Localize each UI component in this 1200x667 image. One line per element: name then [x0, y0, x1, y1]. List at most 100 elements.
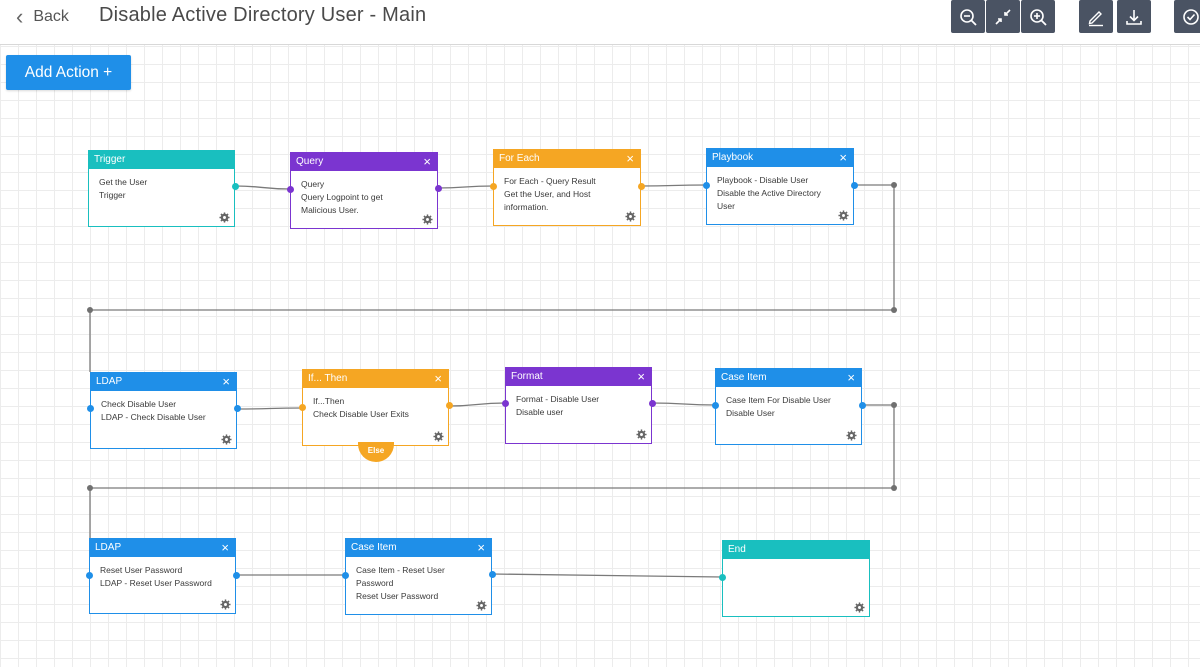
output-port[interactable]	[851, 182, 858, 189]
gear-icon[interactable]	[854, 602, 865, 613]
node-line: LDAP - Check Disable User	[101, 412, 206, 422]
zoom-in-button[interactable]	[1021, 0, 1055, 33]
node-ldap-reset[interactable]: LDAP × Reset User Password LDAP - Reset U…	[89, 538, 236, 614]
node-header: End	[723, 541, 869, 559]
add-action-button[interactable]: Add Action +	[6, 55, 131, 90]
back-label: Back	[33, 8, 69, 25]
gear-icon[interactable]	[422, 214, 433, 225]
node-line: Malicious User.	[301, 205, 359, 215]
node-line: Trigger	[99, 190, 126, 200]
node-header: Trigger	[89, 151, 234, 169]
node-for-each[interactable]: For Each × For Each - Query Result Get th…	[493, 149, 641, 226]
save-button[interactable]	[1174, 0, 1200, 33]
node-line: Case Item For Disable User	[726, 395, 831, 405]
junction-dot	[891, 485, 897, 491]
node-header-label: Query	[296, 156, 324, 167]
fit-screen-button[interactable]	[986, 0, 1020, 33]
download-button[interactable]	[1117, 0, 1151, 33]
output-port[interactable]	[232, 183, 239, 190]
node-body: Playbook - Disable User Disable the Acti…	[707, 167, 853, 213]
node-playbook[interactable]: Playbook× Playbook - Disable User Disabl…	[706, 148, 854, 225]
close-icon[interactable]: ×	[637, 369, 645, 384]
output-port[interactable]	[234, 405, 241, 412]
node-line: Playbook - Disable User	[717, 175, 809, 185]
close-icon[interactable]: ×	[626, 151, 634, 166]
node-line: Reset User Password	[100, 565, 183, 575]
input-port[interactable]	[703, 182, 710, 189]
node-line: Reset User Password	[356, 591, 439, 601]
node-header: LDAP ×	[90, 539, 235, 557]
close-icon[interactable]: ×	[423, 154, 431, 169]
junction-dot	[87, 485, 93, 491]
node-line: Password	[356, 578, 394, 588]
node-line: Disable the Active Directory	[717, 188, 821, 198]
input-port[interactable]	[342, 572, 349, 579]
node-body: If...Then Check Disable User Exits	[303, 388, 448, 421]
input-port[interactable]	[86, 572, 93, 579]
node-ldap-check[interactable]: LDAP × Check Disable User LDAP - Check Di…	[90, 372, 237, 449]
node-query[interactable]: Query× Query Query Logpoint to get Malic…	[290, 152, 438, 229]
back-button[interactable]: ‹ Back	[16, 6, 69, 28]
close-icon[interactable]: ×	[434, 371, 442, 386]
output-port[interactable]	[435, 185, 442, 192]
input-port[interactable]	[87, 405, 94, 412]
output-port[interactable]	[638, 183, 645, 190]
output-port[interactable]	[859, 402, 866, 409]
node-body: Check Disable User LDAP - Check Disable …	[91, 391, 236, 424]
output-port[interactable]	[489, 571, 496, 578]
close-icon[interactable]: ×	[847, 370, 855, 385]
node-end[interactable]: End	[722, 540, 870, 617]
output-port[interactable]	[233, 572, 240, 579]
chevron-left-icon: ‹	[16, 4, 24, 29]
zoom-out-button[interactable]	[951, 0, 985, 33]
node-line: Check Disable User	[101, 399, 177, 409]
node-header-label: For Each	[499, 153, 540, 164]
node-header: Case Item×	[716, 369, 861, 387]
close-icon[interactable]: ×	[839, 150, 847, 165]
node-body	[723, 559, 869, 566]
zoom-in-icon	[1030, 8, 1047, 26]
node-body: Case Item For Disable User Disable User	[716, 387, 861, 420]
node-line: User	[717, 201, 735, 211]
node-body: For Each - Query Result Get the User, an…	[494, 168, 640, 214]
node-line: Query Logpoint to get	[301, 192, 383, 202]
gear-icon[interactable]	[476, 600, 487, 611]
gear-icon[interactable]	[625, 211, 636, 222]
input-port[interactable]	[719, 574, 726, 581]
node-format[interactable]: Format× Format - Disable User Disable us…	[505, 367, 652, 444]
gear-icon[interactable]	[846, 430, 857, 441]
input-port[interactable]	[502, 400, 509, 407]
gear-icon[interactable]	[838, 210, 849, 221]
input-port[interactable]	[287, 186, 294, 193]
node-line: Disable User	[726, 408, 775, 418]
else-branch-tab[interactable]: Else	[358, 442, 394, 462]
gear-icon[interactable]	[433, 431, 444, 442]
gear-icon[interactable]	[221, 434, 232, 445]
node-case-item-reset[interactable]: Case Item× Case Item - Reset User Passwo…	[345, 538, 492, 615]
node-line: For Each - Query Result	[504, 176, 596, 186]
input-port[interactable]	[490, 183, 497, 190]
node-header-label: LDAP	[95, 542, 122, 553]
close-icon[interactable]: ×	[477, 540, 485, 555]
check-circle-icon	[1183, 8, 1199, 25]
node-line: LDAP - Reset User Password	[100, 578, 212, 588]
node-if-then[interactable]: If... Then× If...Then Check Disable User…	[302, 369, 449, 446]
close-icon[interactable]: ×	[221, 540, 229, 555]
edit-button[interactable]	[1079, 0, 1113, 33]
node-body: Reset User Password LDAP - Reset User Pa…	[90, 557, 235, 590]
gear-icon[interactable]	[220, 599, 231, 610]
input-port[interactable]	[299, 404, 306, 411]
gear-icon[interactable]	[636, 429, 647, 440]
close-icon[interactable]: ×	[222, 374, 230, 389]
node-line: Get the User, and Host	[504, 189, 591, 199]
output-port[interactable]	[446, 402, 453, 409]
gear-icon[interactable]	[219, 212, 230, 223]
node-header-label: LDAP	[96, 376, 123, 387]
node-line: Disable user	[516, 407, 564, 417]
node-case-item-disable[interactable]: Case Item× Case Item For Disable User Di…	[715, 368, 862, 445]
node-trigger[interactable]: Trigger Get the User Trigger	[88, 150, 235, 227]
node-header-label: Format	[511, 371, 543, 382]
output-port[interactable]	[649, 400, 656, 407]
input-port[interactable]	[712, 402, 719, 409]
node-line: Check Disable User Exits	[313, 409, 409, 419]
